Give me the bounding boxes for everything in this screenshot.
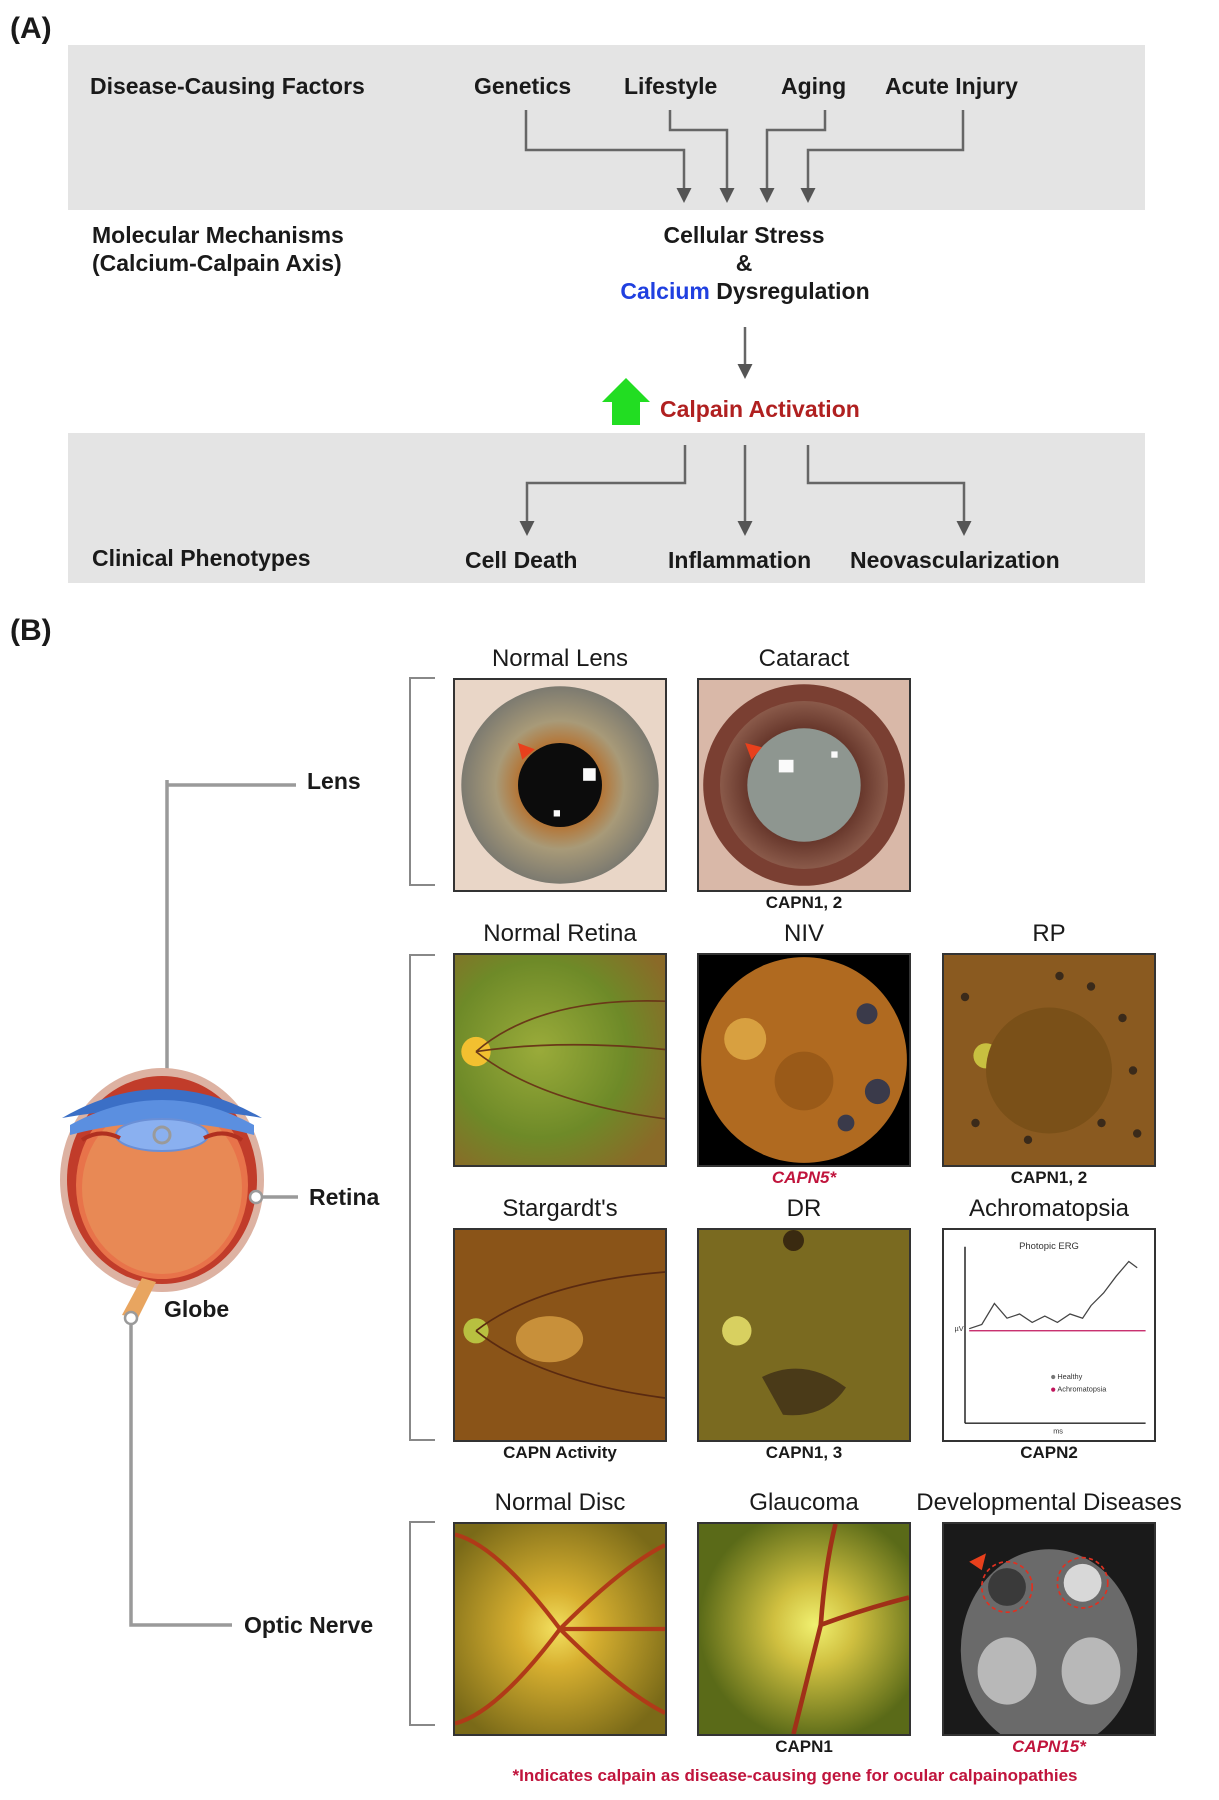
cataract-image [697,678,911,892]
factors-row-label: Disease-Causing Factors [90,73,365,99]
rp-gene: CAPN1, 2 [1010,1168,1088,1187]
erg-ylabel: µV [955,1324,964,1333]
cellular-stress-line2: & [735,250,753,276]
dr-gene: CAPN1, 3 [765,1443,843,1462]
achromatopsia-gene: CAPN2 [1020,1443,1078,1462]
anatomy-lens-label: Lens [307,768,361,794]
normal-lens-title: Normal Lens [491,645,629,672]
niv-image [697,953,911,1167]
rp-image [942,953,1156,1167]
mechanisms-row-label-line1: Molecular Mechanisms [92,222,344,248]
phenotypes-band [68,433,1145,583]
arrow-lifestyle [668,110,735,203]
erg-legend-healthy: Healthy [1057,1372,1082,1381]
dr-image [697,1228,911,1442]
developmental-gene: CAPN15* [1012,1737,1086,1756]
anatomy-retina-label: Retina [309,1184,380,1210]
achromatopsia-title: Achromatopsia [968,1195,1130,1222]
up-arrow-icon [602,378,650,425]
glaucoma-gene: CAPN1 [775,1737,833,1756]
factor-genetics: Genetics [474,73,572,99]
niv-title: NIV [783,920,824,947]
panel-b-letter: (B) [10,614,52,647]
cellular-stress-line1: Cellular Stress [663,222,825,248]
phenotypes-row-label: Clinical Phenotypes [92,545,311,571]
bracket-lens [409,677,435,886]
phenotype-inflammation: Inflammation [668,547,812,573]
panel-a-letter: (A) [10,12,52,45]
factor-aging: Aging [781,73,847,99]
factors-band [68,45,1145,210]
stargardt-gene: CAPN Activity [503,1443,617,1462]
normal-disc-image [453,1522,667,1736]
rp-title: RP [1032,920,1066,947]
dysregulation-word: Dysregulation [709,278,870,304]
developmental-mri-image [942,1522,1156,1736]
bracket-retina [409,954,435,1441]
normal-retina-title: Normal Retina [483,920,637,947]
stargardt-image [453,1228,667,1442]
anatomy-optic-nerve-label: Optic Nerve [244,1612,374,1638]
erg-title: Photopic ERG [1019,1241,1079,1252]
developmental-title: Developmental Diseases [916,1489,1182,1516]
calpain-activation: Calpain Activation [660,396,860,422]
calcium-dysregulation: Calcium Dysregulation [560,278,930,305]
calcium-word: Calcium [620,278,710,304]
mechanisms-row-label-line2: (Calcium-Calpain Axis) [92,250,342,276]
arrow-genetics [524,110,692,203]
glaucoma-title: Glaucoma [749,1489,859,1516]
arrow-neovascularization [806,445,972,536]
normal-retina-image [453,953,667,1167]
connector-optic-nerve [129,1320,232,1627]
achromatopsia-erg-plot: Photopic ERG µV ms Healthy Achromatopsia [942,1228,1156,1442]
dr-title: DR [786,1195,822,1222]
cataract-gene: CAPN1, 2 [765,893,843,912]
phenotype-neovascularization: Neovascularization [850,547,1060,573]
arrow-cell-death [519,445,687,536]
cataract-title: Cataract [758,645,850,672]
arrow-aging [759,110,827,203]
erg-xlabel: ms [1053,1427,1063,1436]
erg-legend-achromatopsia: Achromatopsia [1057,1385,1107,1394]
eye-globe-illustration [60,1068,264,1326]
niv-gene: CAPN5* [771,1168,837,1187]
stargardt-title: Stargardt's [502,1195,618,1222]
factor-acute-injury: Acute Injury [885,73,1018,99]
glaucoma-image [697,1522,911,1736]
anatomy-globe-label: Globe [164,1296,230,1322]
arrow-acute-injury [800,110,965,203]
phenotype-cell-death: Cell Death [465,547,578,573]
normal-disc-title: Normal Disc [494,1489,626,1516]
bracket-optic [409,1521,435,1726]
normal-lens-image [453,678,667,892]
footnote: *Indicates calpain as disease-causing ge… [512,1766,1078,1785]
factor-lifestyle: Lifestyle [624,73,718,99]
